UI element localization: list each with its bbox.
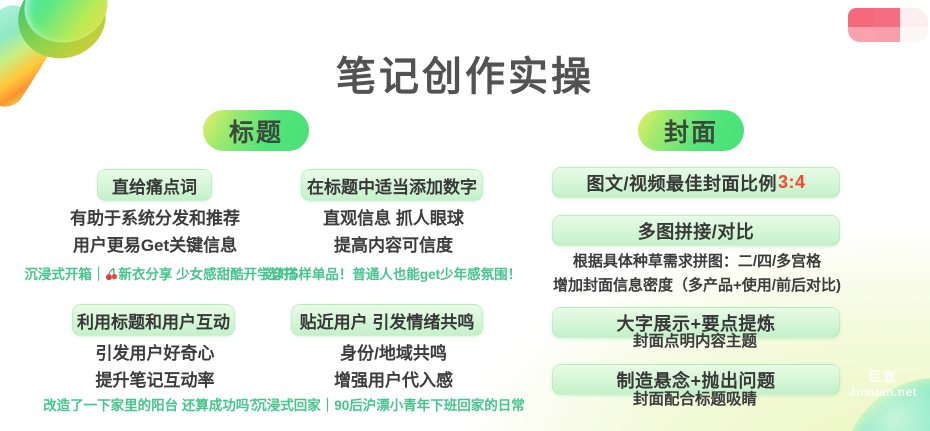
example-user-interact: 改造了一下家里的阳台 还算成功吗？ [43,398,263,413]
text-line: 增强用户代入感 [334,371,453,390]
lines-user-interact: 引发用户好奇心 提升笔记互动率 [15,340,295,394]
example-text: 沉浸式开箱｜ [24,267,106,282]
page-title: 笔记创作实操 [336,55,594,99]
header-pill-emotion-resonance: 贴近用户 引发情绪共鸣 [291,304,483,336]
bar-suspense: 制造悬念+抛出问题 [552,364,840,395]
cherry-icon [105,267,118,281]
text-line: 引发用户好奇心 [95,344,215,363]
watermark-domain: Juxuan.net [848,385,918,399]
line-suspense: 封面配合标题吸睛 [632,391,757,408]
cover-ratio-value: 3:4 [777,172,806,192]
line-collage-2: 增加封面信息密度（多产品+使用/前后对比) [553,277,841,294]
lines-emotion-resonance: 身份/地域共鸣 增强用户代入感 [256,340,531,394]
mosaic-cell [848,27,874,42]
header-pill-pain-words: 直给痛点词 [97,169,212,201]
lines-pain-words: 有助于系统分发和推荐 用户更易Get关键信息 [15,205,295,259]
bar-collage: 多图拼接/对比 [552,215,840,246]
watermark: 巨宣 Juxuan.net [838,366,928,399]
example-text: 新衣分享 少女感甜酷开学穿搭 [118,267,298,282]
mosaic-cell [900,8,928,27]
badge-title-section: 标题 [203,110,309,151]
lines-add-numbers: 直观信息 抓人眼球 提高内容可信度 [256,205,531,259]
watermark-brand: 巨宣 [867,369,898,384]
badge-cover-section: 封面 [638,110,744,151]
example-add-numbers: 选好5样单品！普通人也能get少年感氛围！ [263,267,522,282]
header-pill-add-numbers: 在标题中适当添加数字 [301,169,483,201]
mosaic-cell [874,8,900,27]
line-collage-1: 根据具体种草需求拼图：二/四/多宫格 [572,253,822,270]
text-line: 提升笔记互动率 [95,371,215,390]
example-emotion-resonance: 沉浸式回家｜90后沪漂小青年下班回家的日常 [253,398,525,413]
text-line: 提高内容可信度 [334,236,453,255]
text-line: 有助于系统分发和推荐 [70,209,240,228]
mosaic-cell [874,27,900,42]
line-big-text: 封面点明内容主题 [632,333,757,350]
bar-big-text: 大字展示+要点提炼 [552,307,840,338]
header-pill-user-interact: 利用标题和用户互动 [72,304,235,336]
censored-logo-mosaic [848,8,928,42]
mosaic-cell [848,8,874,27]
text-line: 用户更易Get关键信息 [72,236,238,255]
text-line: 直观信息 抓人眼球 [323,209,464,228]
mosaic-cell [900,27,928,42]
example-pain-words: 沉浸式开箱｜ 新衣分享 少女感甜酷开学穿搭 [0,265,322,284]
text-line: 身份/地域共鸣 [340,344,447,363]
bar-text: 图文/视频最佳封面比例 [586,173,777,194]
